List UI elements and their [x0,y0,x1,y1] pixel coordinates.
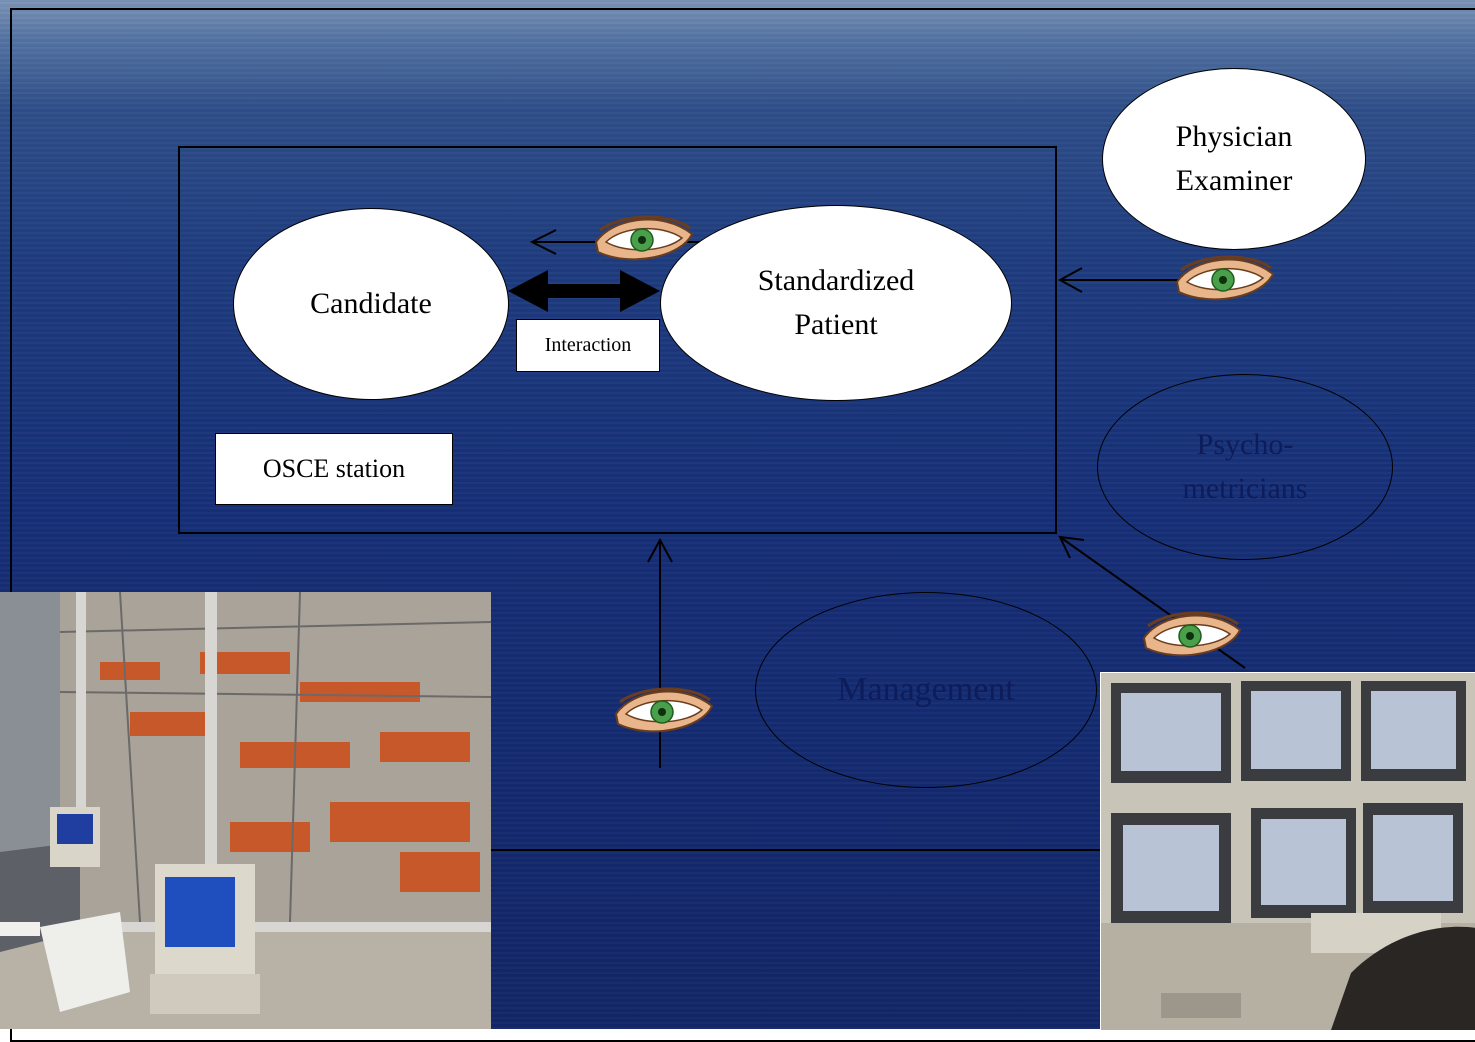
eye-icon [614,687,714,733]
eye-icon [1142,611,1242,657]
control-room-photo [0,592,491,1029]
psycho-label-line1: Psycho- [1196,428,1294,461]
physician-examiner-node: Physician Examiner [1102,68,1366,250]
management-label: Management [837,671,1015,708]
osce-station-label-box: OSCE station [215,433,453,505]
double-arrow-icon [508,270,660,312]
candidate-label: Candidate [310,287,432,320]
physician-label-line2: Examiner [1175,164,1293,197]
standardized-patient-node: Standardized Patient [660,205,1012,401]
psycho-label-line2: metricians [1182,472,1308,505]
interaction-label-box: Interaction [516,319,660,372]
candidate-node: Candidate [233,208,509,400]
eye-icon [594,215,694,261]
psychometricians-node: Psycho- metricians [1097,374,1393,560]
osce-station-frame [178,146,1057,534]
management-node: Management [755,592,1097,788]
monitoring-room-photo [1100,672,1475,1031]
osce-station-label: OSCE station [262,454,406,483]
patient-label-line1: Standardized [757,264,915,297]
patient-label-line2: Patient [794,308,878,341]
interaction-label: Interaction [544,334,632,356]
physician-label-line1: Physician [1175,120,1293,153]
eye-icon [1175,255,1275,301]
